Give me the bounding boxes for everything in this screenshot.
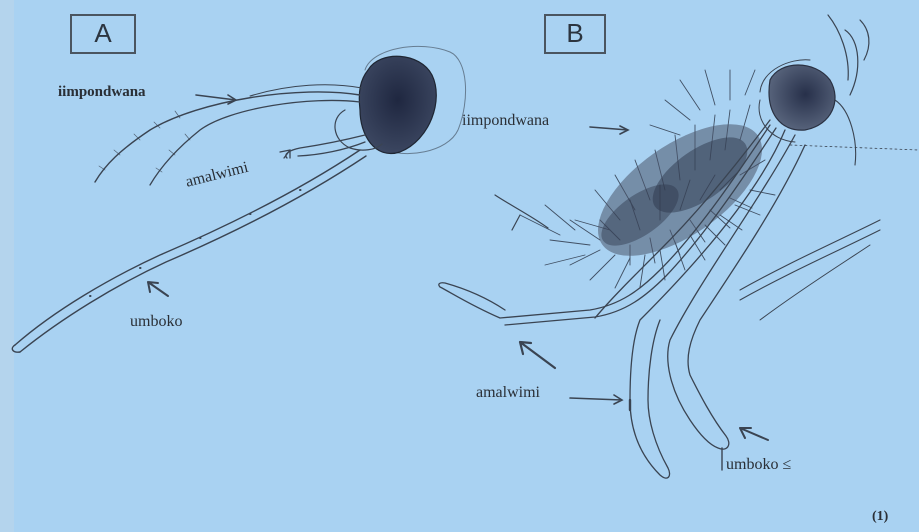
panel-b-label-proboscis: umboko ≤ [726,456,791,474]
panel-b-label-palp: amalwimi [476,384,540,402]
panel-b-label-box: B [544,14,606,54]
panel-b-label-antenna: iimpondwana [462,112,549,130]
panel-b-illustration [439,15,919,478]
panel-a-label-antenna: iimpondwana [58,84,146,101]
scan-edge-texture [0,0,14,532]
panel-b-proboscis-arrow [740,428,768,440]
panel-a-label-box: A [70,14,136,54]
panel-a-proboscis-arrow [148,282,168,296]
panel-b-eye [769,65,835,130]
panel-a-palp-arrow [280,150,290,158]
panel-a-antenna-3 [250,85,362,96]
panel-a-label-proboscis: umboko [130,313,182,331]
panel-b-palp-arrow-a [520,342,555,368]
panel-b-antenna-arrow [590,126,628,134]
panel-a-eye [359,56,436,153]
panel-a-antenna-arrow [196,95,236,104]
panel-b-letter: B [566,18,583,48]
panel-b-palp-arrow-b [570,395,622,404]
panel-a-letter: A [94,18,111,48]
figure-number: (1) [872,509,888,525]
